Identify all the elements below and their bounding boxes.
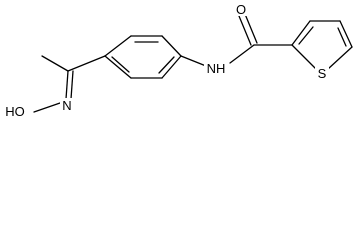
bond-c-n-double-b [70,70,74,100]
atom-label-thiophene-sulfur: S [318,66,327,81]
bond-methyl [41,55,69,72]
benzene-bond-6 [104,55,132,79]
atom-labels: O NH S N HO [2,2,329,119]
benzene-bond-1 [104,35,132,57]
bond-c-o-double-b [244,13,258,44]
atom-label-carbonyl-oxygen: O [236,2,246,17]
benzene-inner-2 [158,56,175,74]
bond-nh-carbonyl [229,44,255,64]
bond-c-o-double-a [238,15,252,46]
chemical-structure-diagram: O NH S N HO [2,2,353,119]
bond-n-o [33,102,61,113]
thiophene-inner-2 [337,27,347,47]
thiophene-inner-1 [298,26,314,45]
bonds [33,13,353,113]
benzene-inner-3 [111,56,130,73]
benzene-bond-4 [161,55,182,79]
atom-label-oxime-hydroxyl: HO [5,104,25,119]
thiophene-bond-c2-c3 [291,20,311,46]
thiophene-bond-c4-c5 [339,20,353,48]
atom-label-amide-nh: NH [207,61,226,76]
thiophene-bond-c5-s [327,46,353,70]
atom-label-oxime-nitrogen: N [62,98,71,113]
benzene-bond-3 [161,35,182,57]
bond-c-n-double-a [65,70,69,100]
bond-c-ring [67,55,106,72]
thiophene-bond-s-c2 [291,44,317,70]
bond-ring-nh [180,55,207,67]
